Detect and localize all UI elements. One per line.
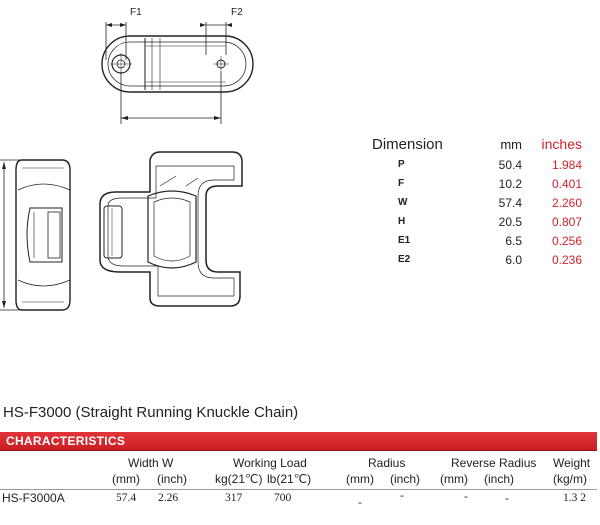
product-title: HS-F3000 (Straight Running Knuckle Chain… [3,404,299,421]
cell-width-mm: 57.4 [116,492,137,504]
subheader-radius-mm: (mm) [346,472,374,486]
dim-mm: 57.4 [498,195,522,210]
subheader-width-mm: (mm) [112,472,140,486]
dim-name: W [398,197,408,208]
dim-inches: 0.401 [551,176,582,191]
dimension-row-p: P 50.4 1.984 [372,155,592,174]
subheader-width-inch: (inch) [157,472,188,486]
dimension-row-f: F 10.2 0.401 [372,174,592,193]
characteristics-bar: CHARACTERISTICS [0,432,597,451]
side-view-drawing [0,159,71,311]
dim-mm: 6.0 [505,252,522,267]
header-weight: Weight [553,456,591,470]
dim-inches: 0.236 [551,252,582,267]
header-width: Width W [128,456,174,470]
cell-width-inch: 2.26 [158,492,179,504]
cell-rev-inch: - [505,493,509,505]
dimension-row-h: H 20.5 0.807 [372,212,592,231]
cell-model: HS-F3000A [2,491,65,505]
dimension-table: Dimension mm inches P 50.4 1.984 F 10.2 … [372,133,592,269]
dim-label-f2: F2 [231,7,243,18]
subheader-rev-inch: (inch) [484,472,515,486]
dim-mm: 10.2 [498,176,522,191]
cell-radius-inch: - [400,490,404,502]
subheader-rev-mm: (mm) [440,472,468,486]
dim-name: H [398,216,406,227]
subheader-weight-unit: (kg/m) [553,472,587,486]
characteristics-label: CHARACTERISTICS [6,434,126,448]
header-working-load: Working Load [233,456,307,470]
cell-radius-mm: - [358,497,362,509]
dimension-table-header: Dimension mm inches [372,133,592,155]
dim-mm: 6.5 [505,233,522,248]
cell-load-kg: 317 [225,492,243,504]
dim-inches: 0.807 [551,214,582,229]
table-row-divider [0,489,597,490]
header-reverse-radius: Reverse Radius [451,456,537,470]
chain-technical-drawing: F1 F2 [0,7,254,311]
front-view-drawing [99,151,243,307]
dimension-row-e1: E1 6.5 0.256 [372,231,592,250]
top-view-drawing: F1 F2 [101,7,254,124]
dim-mm: 50.4 [498,157,522,172]
header-radius: Radius [368,456,406,470]
dim-inches: 1.984 [551,157,582,172]
header-mm: mm [500,136,522,152]
cell-load-lb: 700 [274,492,292,504]
dim-label-f1: F1 [130,7,142,18]
subheader-radius-inch: (inch) [390,472,421,486]
dim-inches: 2.260 [551,195,582,210]
cell-rev-mm: - [464,491,468,503]
dim-name: E2 [398,254,411,265]
dimension-row-e2: E2 6.0 0.236 [372,250,592,269]
dimension-row-w: W 57.4 2.260 [372,193,592,212]
header-dimension: Dimension [372,135,443,153]
subheader-load-lb: lb(21℃) [267,472,312,486]
dim-inches: 0.256 [551,233,582,248]
subheader-load-kg: kg(21℃) [215,472,263,486]
dim-name: E1 [398,235,411,246]
cell-weight: 1.3 2 [563,492,586,504]
dim-name: F [398,178,405,189]
dim-mm: 20.5 [498,214,522,229]
dim-name: P [398,159,405,170]
header-inches: inches [541,136,582,152]
